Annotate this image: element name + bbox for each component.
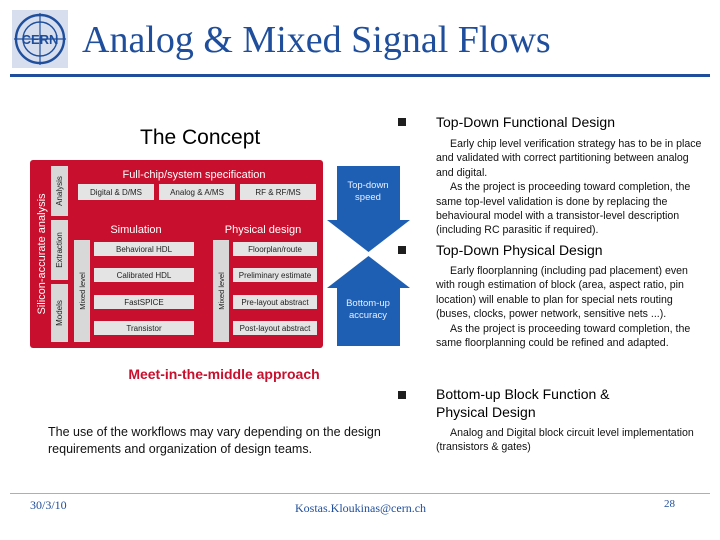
analysis-label: Analysis [55,176,64,206]
physical-design-title: Physical design [225,224,301,236]
physical-box-post-layout: Post-layout abstract [240,324,311,333]
bullet-marker-2 [398,246,406,254]
bullet-body-1: Early chip level verification strategy h… [436,137,708,238]
bullet-heading-2: Top-Down Physical Design [436,242,603,258]
full-chip-box-digital: Digital & D/MS [90,188,142,197]
title-divider [10,74,710,77]
bullet-marker-1 [398,118,406,126]
top-down-speed-text-line-2: speed [355,192,381,203]
bullet-heading-1: Top-Down Functional Design [436,114,615,130]
simulation-box-transistor: Transistor [126,324,162,333]
bottom-up-arrow-icon [327,256,410,346]
physical-box-floorplan: Floorplan/route [248,245,302,254]
bullet-marker-3 [398,391,406,399]
physical-box-pre-layout: Pre-layout abstract [241,298,309,307]
bullet-1-paragraph-1: Early chip level verification strategy h… [436,138,702,179]
silicon-accurate-label: Silicon-accurate analysis [36,193,48,315]
full-chip-box-analog: Analog & A/MS [170,188,224,197]
footer-author: Kostas.Kloukinas@cern.ch [295,501,427,515]
bottom-up-accuracy-text-line-2: accuracy [349,310,387,321]
simulation-mixed-level-label: Mixed level [78,272,87,310]
bullet-heading-3: Bottom-up Block Function & Physical Desi… [436,386,610,420]
physical-boxes: Floorplan/route Preliminary estimate Pre… [233,242,317,335]
bottom-up-accuracy-text: Bottom-up [346,298,390,309]
footer-page-number: 28 [664,498,675,510]
physical-box-preliminary: Preliminary estimate [239,271,312,280]
bullet-3-paragraph-1: Analog and Digital block circuit level i… [436,427,694,454]
bullet-1-paragraph-2: As the project is proceeding toward comp… [436,181,691,237]
models-label: Models [55,300,64,326]
top-down-speed-text: Top-down [347,180,388,191]
simulation-boxes: Behavioral HDL Calibrated HDL FastSPICE … [94,242,194,335]
concept-label: The Concept [140,126,261,149]
slide-title: Analog & Mixed Signal Flows [82,19,551,61]
cern-logo-icon: CERN [12,10,68,68]
bullet-body-2: Early floorplanning (including pad place… [436,264,708,350]
simulation-title: Simulation [110,224,161,236]
full-chip-title: Full-chip/system specification [122,169,265,181]
cern-logo-text: CERN [22,32,59,47]
simulation-box-behavioral: Behavioral HDL [116,245,173,254]
workflow-note: The use of the workflows may vary depend… [48,425,381,456]
extraction-label: Extraction [55,232,64,268]
simulation-box-calibrated: Calibrated HDL [117,271,172,280]
footer-divider [10,493,710,494]
footer-date: 30/3/10 [30,498,67,512]
bullet-2-paragraph-2: As the project is proceeding toward comp… [436,322,691,350]
top-down-arrow-icon [327,166,410,252]
simulation-box-fastspice: FastSPICE [124,298,164,307]
flow-diagram: Silicon-accurate analysis Analysis Extra… [30,160,410,382]
full-chip-box-rf: RF & RF/MS [255,188,300,197]
bullet-2-paragraph-1: Early floorplanning (including pad place… [436,265,688,321]
bullet-body-3: Analog and Digital block circuit level i… [436,426,708,455]
meet-in-the-middle-caption: Meet-in-the-middle approach [128,366,319,382]
physical-mixed-level-label: Mixed level [217,272,226,310]
